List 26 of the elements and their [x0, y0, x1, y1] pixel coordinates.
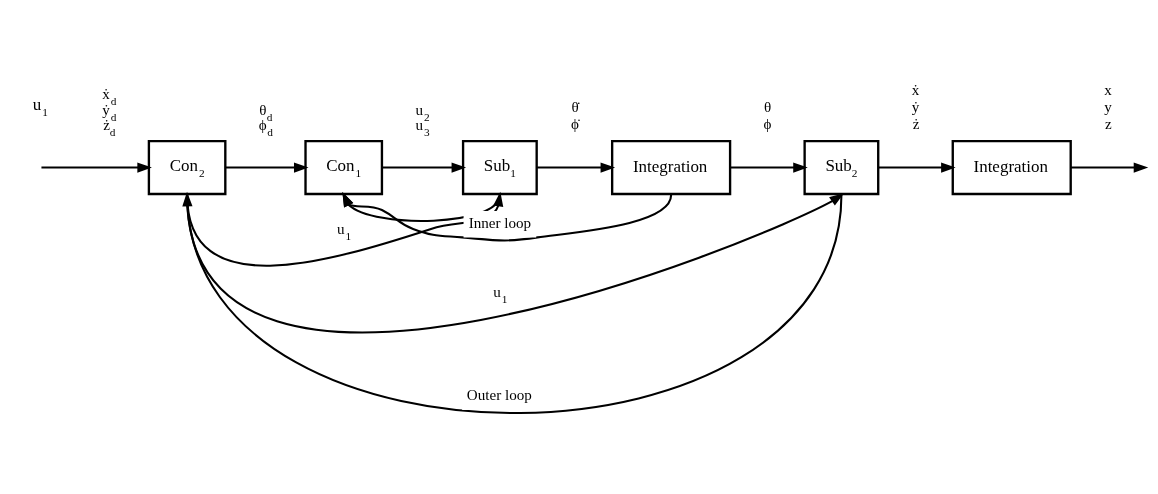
- node-box: Sub$_{1}$: [461, 140, 538, 196]
- arrow: [41, 162, 152, 173]
- node-box: Con$_{1}$: [304, 140, 384, 196]
- edge-label: u$_{1}$: [337, 221, 352, 243]
- edge-label: Outer loop: [466, 387, 532, 404]
- arrow: [536, 162, 616, 173]
- edge-label: u$_{1}$: [493, 283, 508, 305]
- arrow: [878, 162, 956, 173]
- arrow: [382, 162, 467, 173]
- node-box: Integration: [610, 140, 732, 196]
- edge-label: θ ϕ: [763, 98, 772, 132]
- edge-label: x y z: [1104, 81, 1112, 132]
- edge-label: θ̇ ϕ̇: [571, 98, 580, 132]
- arrow: [1070, 162, 1149, 173]
- label: u$_{1}$: [32, 95, 48, 119]
- edge-label: ẋ ẏ ż: [911, 81, 920, 132]
- edge-label: θ$_{d}$ ϕ$_{d}$: [258, 101, 273, 138]
- node-box: Integration: [951, 140, 1072, 196]
- arrow: [730, 162, 808, 173]
- node-box: Con$_{2}$: [147, 140, 227, 196]
- edge-label: Inner loop: [468, 214, 532, 231]
- arrow: [342, 192, 501, 222]
- edge-label: ẋ$_{d}$ ẏ$_{d}$ ż$_{d}$: [102, 86, 117, 138]
- node-box: Sub$_{2}$: [803, 140, 880, 196]
- edge-label: u$_{2}$ u$_{3}$: [415, 101, 430, 138]
- arrow: [225, 162, 309, 173]
